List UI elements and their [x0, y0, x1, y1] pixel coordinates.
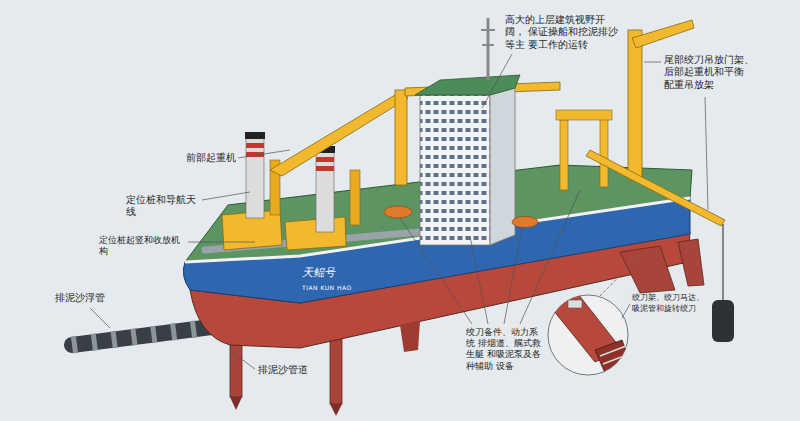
part-label: 排泥沙管道: [258, 364, 313, 376]
stern-crane-column: [628, 30, 642, 180]
lifeboat: [384, 206, 412, 218]
leader-line: [644, 62, 661, 63]
leader-line: [232, 352, 255, 369]
counterweight-arm: [586, 150, 725, 226]
superstructure: [384, 18, 538, 245]
stack: [246, 138, 264, 218]
leader-line: [470, 236, 488, 324]
leader-line: [90, 308, 110, 328]
rudder: [678, 239, 704, 286]
cutter-inset: [545, 255, 640, 380]
part-label: 定位桩和导航天线: [126, 194, 204, 219]
leader-line: [202, 192, 250, 200]
accommodation-block: [420, 95, 490, 245]
inset-pointer: [600, 255, 640, 296]
part-label: 定位桩起竖和收放机构: [99, 235, 187, 257]
front-crane: [270, 82, 560, 185]
crane-boom: [270, 92, 408, 176]
leader-lines: [90, 54, 708, 369]
gantry-leg: [600, 112, 608, 187]
mast-bar: [482, 44, 494, 46]
stack-band: [246, 143, 264, 148]
rotary-cutter: [595, 340, 634, 380]
leader-line: [705, 97, 708, 210]
stack-band: [316, 166, 334, 171]
gantry-top: [556, 110, 612, 120]
skeg: [400, 321, 420, 352]
gantry-leg: [560, 120, 568, 190]
part-label: 排泥沙浮管: [55, 292, 110, 304]
callout-note: 绞刀备件、动力系统 排烟道、艉式救生艇 和吸泥泵及各种辅助 设备: [466, 327, 546, 372]
ship-name-latin: TIAN KUN HAO: [302, 284, 362, 292]
spud-tip: [230, 397, 242, 410]
part-label: 前部起重机: [178, 152, 236, 164]
leader-line: [482, 54, 512, 108]
cutter-teeth: [600, 346, 632, 372]
leader-line: [400, 218, 472, 324]
callout-note: 绞刀架、绞刀马达、 吸泥管和旋转绞刀: [632, 292, 708, 313]
counterweight: [712, 300, 734, 342]
lifeboat: [512, 217, 538, 228]
stack-band: [316, 157, 334, 162]
cable: [723, 224, 724, 300]
cutter-motor: [568, 300, 582, 308]
stern-crane-boom: [632, 20, 694, 48]
stack-top: [245, 132, 265, 139]
yellow-box: [285, 217, 346, 250]
leader-line: [504, 228, 522, 324]
ship-name: 天鲲号: [302, 266, 352, 280]
leader-line: [520, 190, 580, 324]
mast-bar: [481, 29, 495, 31]
callout-note: 尾部绞刀吊放门架、 后部起重机和平衡 配重吊放架: [664, 54, 756, 91]
rudder: [620, 246, 675, 293]
spud-tip: [330, 404, 342, 416]
leader-line: [238, 150, 290, 158]
leader-line: [622, 304, 630, 318]
mast: [487, 18, 490, 80]
bow-machinery: [222, 160, 360, 250]
block-front: [490, 88, 515, 245]
leader-line: [188, 242, 255, 243]
roof: [415, 75, 520, 95]
spud-tower: [350, 170, 360, 225]
stack: [316, 152, 334, 232]
callout-note: 高大的上层建筑视野开阔， 保证操船和挖泥排沙等主 要工作的运转: [505, 14, 623, 51]
crane-column: [395, 90, 407, 185]
